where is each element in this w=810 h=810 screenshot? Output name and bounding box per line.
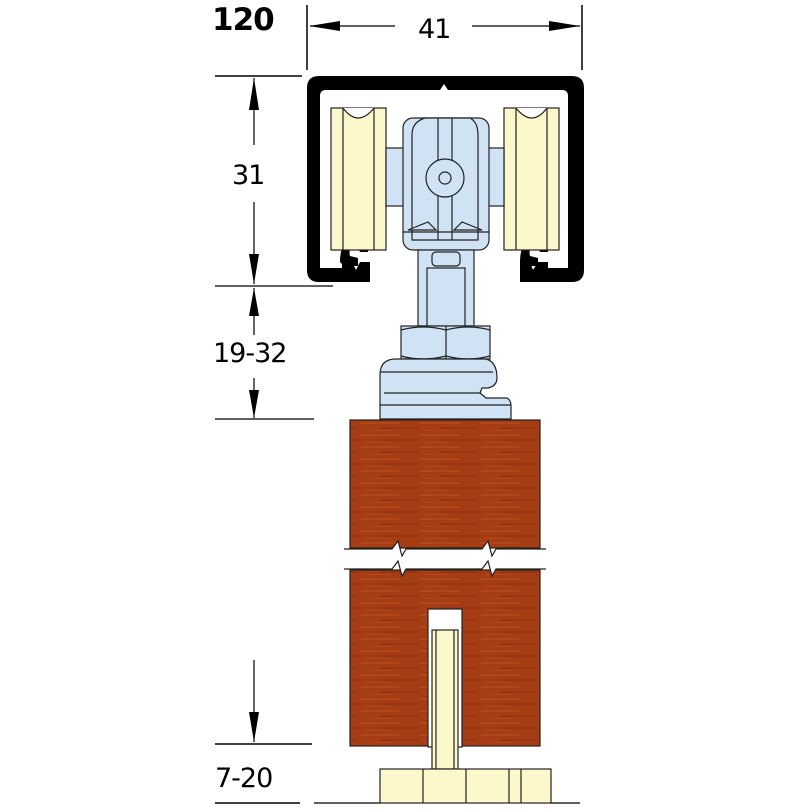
dimension-track-height: [215, 75, 333, 287]
mounting-bracket: [379, 358, 512, 420]
trolley-stem: [417, 249, 475, 327]
dim-track-height: 31: [232, 160, 265, 191]
dim-floor-gap: 7-20: [215, 763, 273, 794]
dimension-bracket-height: [215, 288, 314, 420]
dimension-width: [306, 5, 583, 70]
roller-wheel-left: [330, 107, 387, 251]
dimension-floor-gap: [215, 660, 580, 804]
hex-nuts: [400, 325, 491, 360]
dim-track-width: 41: [418, 14, 451, 45]
model-number: 120: [212, 2, 275, 38]
floor-guide: [379, 629, 552, 804]
dim-bracket-height: 19-32: [213, 338, 287, 369]
trolley-body: [385, 117, 505, 251]
roller-wheel-right: [503, 107, 560, 251]
